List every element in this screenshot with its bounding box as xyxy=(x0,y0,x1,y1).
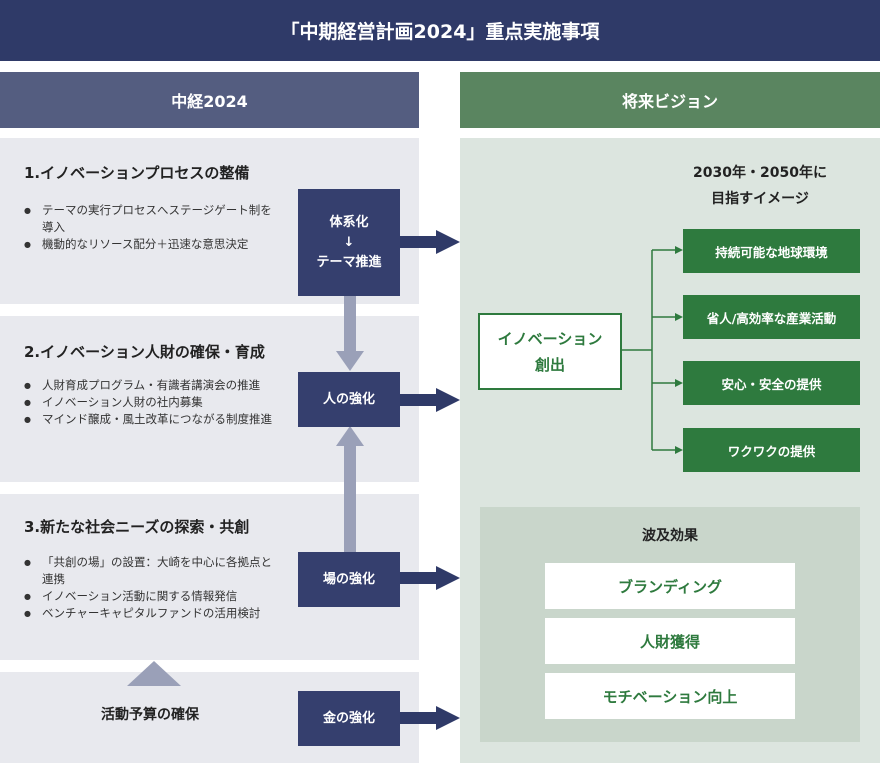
bullet-item: イノベーション人財の社内募集 xyxy=(24,394,274,411)
ripple-item: モチベーション向上 xyxy=(545,673,795,719)
people-box: 人の強化 xyxy=(298,372,400,427)
section-title-2: 2.イノベーション人財の確保・育成 xyxy=(24,343,265,361)
arrow-shaft xyxy=(400,712,438,724)
people-label: 人の強化 xyxy=(322,391,375,407)
arrowhead-right xyxy=(436,706,460,730)
gray-arrowhead-down xyxy=(336,351,364,371)
goal-box: 持続可能な地球環境 xyxy=(683,229,860,273)
section-bullets-1: テーマの実行プロセスへステージゲート制を導入 機動的なリソース配分＋迅速な意思決… xyxy=(24,202,274,253)
goal-box: 安心・安全の提供 xyxy=(683,361,860,405)
goal-box: ワクワクの提供 xyxy=(683,428,860,472)
place-box: 場の強化 xyxy=(298,552,400,607)
budget-label: 活動予算の確保 xyxy=(101,707,199,723)
innovation-label: イノベーション xyxy=(497,329,603,348)
right-column-header: 将来ビジョン xyxy=(460,72,880,128)
money-label: 金の強化 xyxy=(322,710,375,726)
gray-connector-down xyxy=(344,296,356,351)
arrowhead-right xyxy=(436,566,460,590)
left-column-header: 中経2024 xyxy=(0,72,419,128)
budget-triangle xyxy=(127,661,181,686)
theme-label: テーマ推進 xyxy=(316,254,382,270)
section-title-3: 3.新たな社会ニーズの探索・共創 xyxy=(24,518,250,536)
arrow-shaft xyxy=(400,394,438,406)
bullet-item: 機動的なリソース配分＋迅速な意思決定 xyxy=(24,236,274,253)
gray-arrowhead-up xyxy=(336,426,364,446)
ripple-heading: 波及効果 xyxy=(642,528,698,544)
ripple-item: 人財獲得 xyxy=(545,618,795,664)
arrowhead-right xyxy=(436,388,460,412)
ripple-item: ブランディング xyxy=(545,563,795,609)
branch-arrowhead xyxy=(675,246,683,254)
vision-heading: 2030年・2050年に 目指すイメージ xyxy=(660,160,860,212)
branch-arrowhead xyxy=(675,446,683,454)
green-branch-lines xyxy=(622,249,676,451)
bullet-item: テーマの実行プロセスへステージゲート制を導入 xyxy=(24,202,274,236)
arrowhead-right xyxy=(436,230,460,254)
innovation-box: イノベーション 創出 xyxy=(478,313,622,390)
page-title: 「中期経営計画2024」重点実施事項 xyxy=(0,0,880,61)
arrow-shaft xyxy=(400,572,438,584)
down-arrow-glyph: ↓ xyxy=(343,234,355,250)
bullet-item: 人財育成プログラム・有識者講演会の推進 xyxy=(24,377,274,394)
section-bullets-3: 「共創の場」の設置：大崎を中心に各拠点と連携 イノベーション活動に関する情報発信… xyxy=(24,554,274,622)
money-box: 金の強化 xyxy=(298,691,400,746)
creation-label: 創出 xyxy=(534,355,565,374)
gray-connector-up xyxy=(344,446,356,552)
section-bullets-2: 人財育成プログラム・有識者講演会の推進 イノベーション人財の社内募集 マインド醸… xyxy=(24,377,274,428)
bullet-item: ベンチャーキャピタルファンドの活用検討 xyxy=(24,605,274,622)
arrow-shaft xyxy=(400,236,438,248)
vision-heading-line1: 2030年・2050年に xyxy=(693,165,827,181)
green-branch-arrowheads xyxy=(675,246,683,454)
section-title-1: 1.イノベーションプロセスの整備 xyxy=(24,164,250,182)
system-theme-box: 体系化 ↓ テーマ推進 xyxy=(298,189,400,296)
goal-box: 省人/高効率な産業活動 xyxy=(683,295,860,339)
bullet-item: マインド醸成・風土改革につながる制度推進 xyxy=(24,411,274,428)
place-label: 場の強化 xyxy=(322,571,375,587)
vision-heading-line2: 目指すイメージ xyxy=(711,191,809,207)
branch-arrowhead xyxy=(675,379,683,387)
system-label: 体系化 xyxy=(329,214,369,230)
bullet-item: 「共創の場」の設置：大崎を中心に各拠点と連携 xyxy=(24,554,274,588)
bullet-item: イノベーション活動に関する情報発信 xyxy=(24,588,274,605)
branch-arrowhead xyxy=(675,313,683,321)
navy-arrows xyxy=(400,230,460,730)
